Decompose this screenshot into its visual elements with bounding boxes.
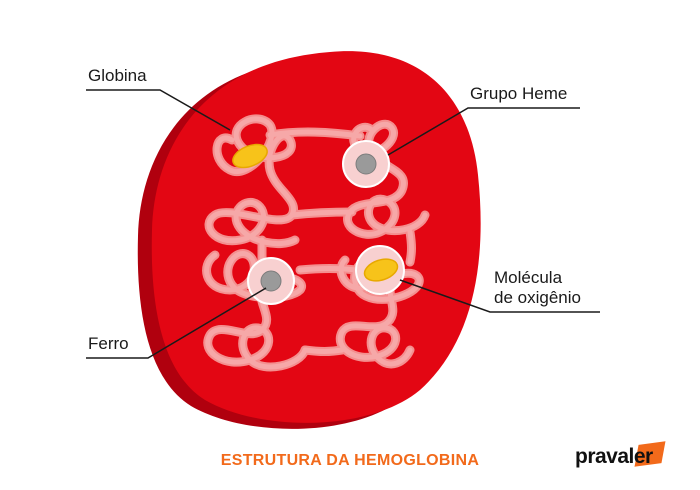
label-molecula-line1: Molécula bbox=[494, 268, 563, 287]
iron-atom bbox=[355, 153, 377, 175]
heme-group-center-right bbox=[355, 245, 405, 295]
oxygen-molecule bbox=[363, 258, 399, 282]
heme-group-center-left bbox=[247, 257, 295, 305]
brand-name: pravaler bbox=[575, 445, 653, 468]
oxygen-molecule-globin bbox=[232, 143, 268, 169]
cell-body bbox=[151, 51, 481, 423]
leader-molecula bbox=[399, 279, 600, 313]
label-globina: Globina bbox=[88, 66, 147, 85]
brand-logo: pravaler bbox=[575, 441, 666, 469]
leader-globina bbox=[86, 89, 231, 131]
leader-grupo-heme bbox=[387, 107, 580, 156]
leader-ferro bbox=[86, 287, 267, 359]
heme-group-top-right bbox=[342, 140, 390, 188]
leader-lines bbox=[86, 89, 600, 359]
label-ferro: Ferro bbox=[88, 334, 129, 353]
diagram-caption: ESTRUTURA DA HEMOGLOBINA bbox=[220, 452, 480, 469]
globin-chains bbox=[202, 114, 430, 372]
label-grupo-heme: Grupo Heme bbox=[470, 84, 568, 103]
label-molecula-line2: de oxigênio bbox=[494, 288, 581, 307]
iron-atom bbox=[260, 270, 282, 292]
